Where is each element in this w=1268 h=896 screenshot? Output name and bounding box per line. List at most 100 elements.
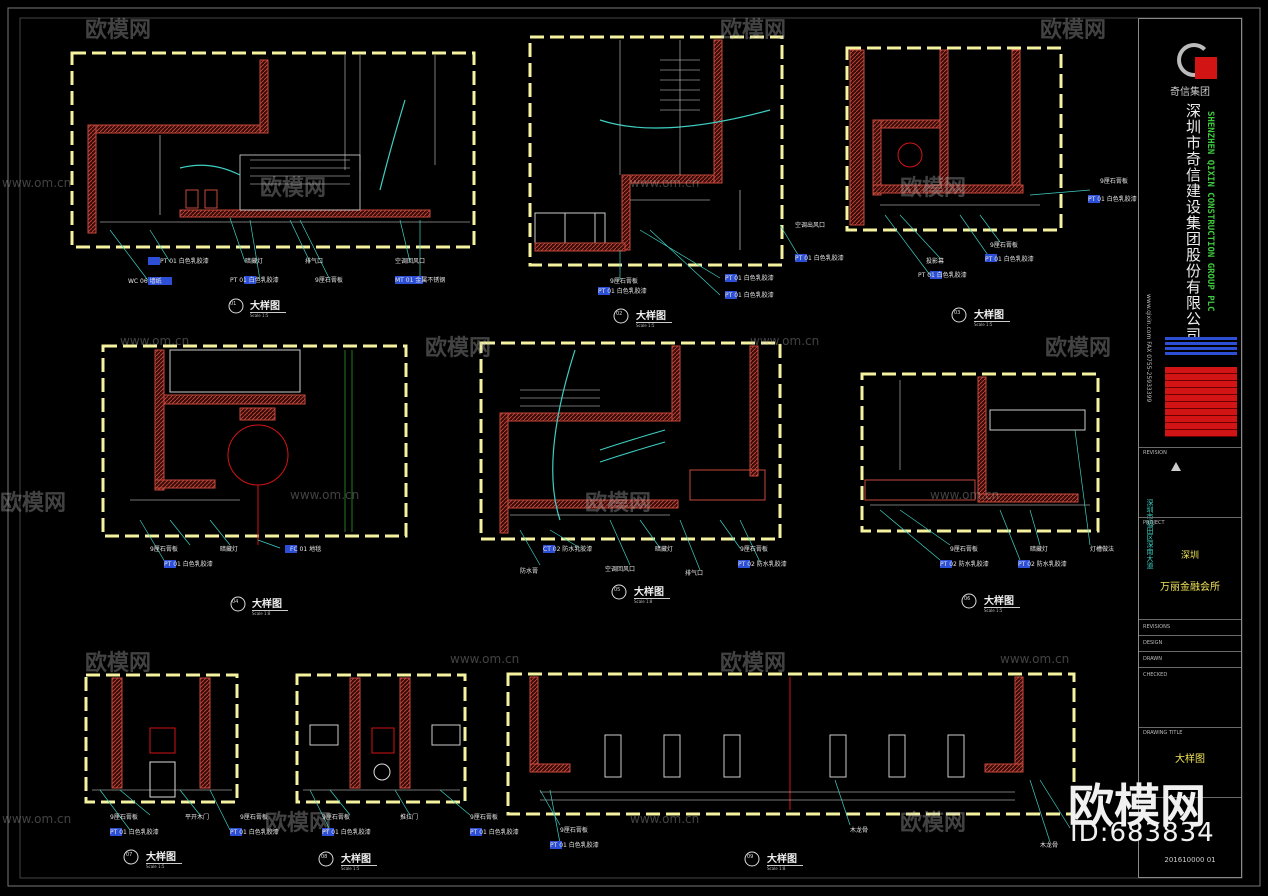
company-address: 深圳市福田区深南大道 <box>1146 499 1154 569</box>
detail-number: 04 <box>232 599 239 605</box>
watermark-brand: 欧模网 <box>1040 18 1107 43</box>
detail-title-text: 大样图 <box>974 306 1010 322</box>
annotation-label: PT 01 白色乳胶漆 <box>985 256 1034 263</box>
watermark-brand: 欧模网 <box>900 176 967 201</box>
detail-8 <box>295 673 467 804</box>
blue-bar <box>1165 337 1237 357</box>
detail-scale: Scale 1:5 <box>984 608 1003 613</box>
annotation-label: 9厘石膏板 <box>240 814 268 821</box>
detail-scale: Scale 1:8 <box>767 866 786 871</box>
detail-4 <box>101 344 408 545</box>
watermark-brand: 欧模网 <box>900 811 967 836</box>
watermark-url: www.om.cn <box>750 334 820 348</box>
watermark-brand: 欧模网 <box>0 491 67 516</box>
annotation-label: 暗藏灯 <box>655 546 674 553</box>
annotation-label: 空调出风口 <box>795 222 826 229</box>
watermark-url: www.om.cn <box>2 812 72 826</box>
detail-number: 02 <box>616 311 623 317</box>
annotation-label: PT 01 白色乳胶漆 <box>550 842 599 849</box>
annotation-label: PT 01 白色乳胶漆 <box>918 272 967 279</box>
logo-text: 奇信集团 <box>1170 87 1210 98</box>
annotation-label: 防水膏 <box>520 568 539 575</box>
annotation-label: 9厘石膏板 <box>315 277 343 284</box>
detail-2 <box>528 35 784 267</box>
detail-scale: Scale 1:5 <box>146 864 165 869</box>
company-name-cn: 深圳市奇信建设集团股份有限公司 <box>1184 103 1202 343</box>
annotation-label: PT 01 白色乳胶漆 <box>230 277 279 284</box>
annotation-label: 9厘石膏板 <box>990 242 1018 249</box>
detail-title-text: 大样图 <box>636 307 672 323</box>
revision-triangle-icon <box>1171 462 1181 471</box>
detail-9 <box>506 672 1076 816</box>
annotation-label: PT 02 防水乳胶漆 <box>738 561 787 568</box>
annotation-label: 空调回风口 <box>605 566 636 573</box>
detail-title-text: 大样图 <box>252 595 288 611</box>
detail-title-text: 大样图 <box>341 850 377 866</box>
leader-lines <box>99 189 1091 844</box>
annotation-label: 暗藏灯 <box>245 258 264 265</box>
drawing-number-row: 201610000 01 <box>1139 797 1241 877</box>
watermark-brand: 欧模网 <box>265 811 332 836</box>
watermark-brand: 欧模网 <box>720 18 787 43</box>
detail-3 <box>845 46 1063 232</box>
annotation-label: PT 01 白色乳胶漆 <box>164 561 213 568</box>
revision-row: REVISION <box>1139 447 1241 507</box>
watermark-url: www.om.cn <box>1000 652 1070 666</box>
detail-number: 03 <box>954 310 961 316</box>
detail-title-text: 大样图 <box>146 848 182 864</box>
detail-number: 07 <box>126 852 133 858</box>
annotation-label: 暗藏灯 <box>220 546 239 553</box>
annotation-label: 9厘石膏板 <box>110 814 138 821</box>
watermark-brand: 欧模网 <box>1045 336 1112 361</box>
annotation-label: 9厘石膏板 <box>610 278 638 285</box>
detail-title-text: 大样图 <box>767 850 803 866</box>
watermark-brand: 欧模网 <box>85 651 152 676</box>
annotation-label: PT 02 防水乳胶漆 <box>1018 561 1067 568</box>
watermark-url: www.om.cn <box>930 488 1000 502</box>
watermark-brand: 欧模网 <box>720 651 787 676</box>
annotation-label: 空调回风口 <box>395 258 426 265</box>
annotation-label: 9厘石膏板 <box>470 814 498 821</box>
detail-7 <box>84 673 239 804</box>
annotation-label: PT 01 白色乳胶漆 <box>725 275 774 282</box>
project-row: PROJECT 深圳 万丽金融会所 <box>1139 517 1241 617</box>
watermark-url: www.om.cn <box>2 176 72 190</box>
title-block: 奇信集团 深圳市奇信建设集团股份有限公司 SHENZHEN QIXIN CONS… <box>1138 18 1242 878</box>
watermark-url: www.om.cn <box>630 176 700 190</box>
annotation-label: PT 01 白色乳胶漆 <box>725 292 774 299</box>
annotation-label: 暗藏灯 <box>1030 546 1049 553</box>
annotation-label: 排气口 <box>685 570 704 577</box>
annotation-label: PT 01 白色乳胶漆 <box>470 829 519 836</box>
drawing-number: 201610000 01 <box>1164 856 1216 864</box>
annotation-label: 9厘石膏板 <box>1100 178 1128 185</box>
material-tags <box>110 195 1100 849</box>
annotation-label: 平开木门 <box>185 814 210 821</box>
detail-title-text: 大样图 <box>250 297 286 313</box>
detail-scale: Scale 1:5 <box>250 313 269 318</box>
annotation-label: 9厘石膏板 <box>322 814 350 821</box>
detail-1 <box>70 51 476 249</box>
annotation-label: 9厘石膏板 <box>950 546 978 553</box>
detail-scale: Scale 1:5 <box>636 323 655 328</box>
watermark-url: www.om.cn <box>120 334 190 348</box>
annotation-label: 投影幕 <box>926 258 945 265</box>
annotation-label: CT 02 防水乳胶漆 <box>543 546 593 553</box>
annotation-label: 9厘石膏板 <box>150 546 178 553</box>
detail-scale: Scale 1:5 <box>341 866 360 871</box>
watermark-brand: 欧模网 <box>85 18 152 43</box>
annotation-label: MT 01 金属不锈钢 <box>395 277 446 284</box>
sheet-border <box>7 7 1261 887</box>
annotation-label: 木龙骨 <box>1040 842 1059 849</box>
company-logo <box>1177 39 1219 83</box>
detail-number: 05 <box>614 587 621 593</box>
drawing-title-row: DRAWING TITLE 大样图 <box>1139 727 1241 797</box>
watermark-brand: 欧模网 <box>425 336 492 361</box>
detail-6 <box>860 372 1100 533</box>
detail-scale: Scale 1:5 <box>974 322 993 327</box>
detail-scale: Scale 1:8 <box>634 599 653 604</box>
annotation-label: 9厘石膏板 <box>740 546 768 553</box>
